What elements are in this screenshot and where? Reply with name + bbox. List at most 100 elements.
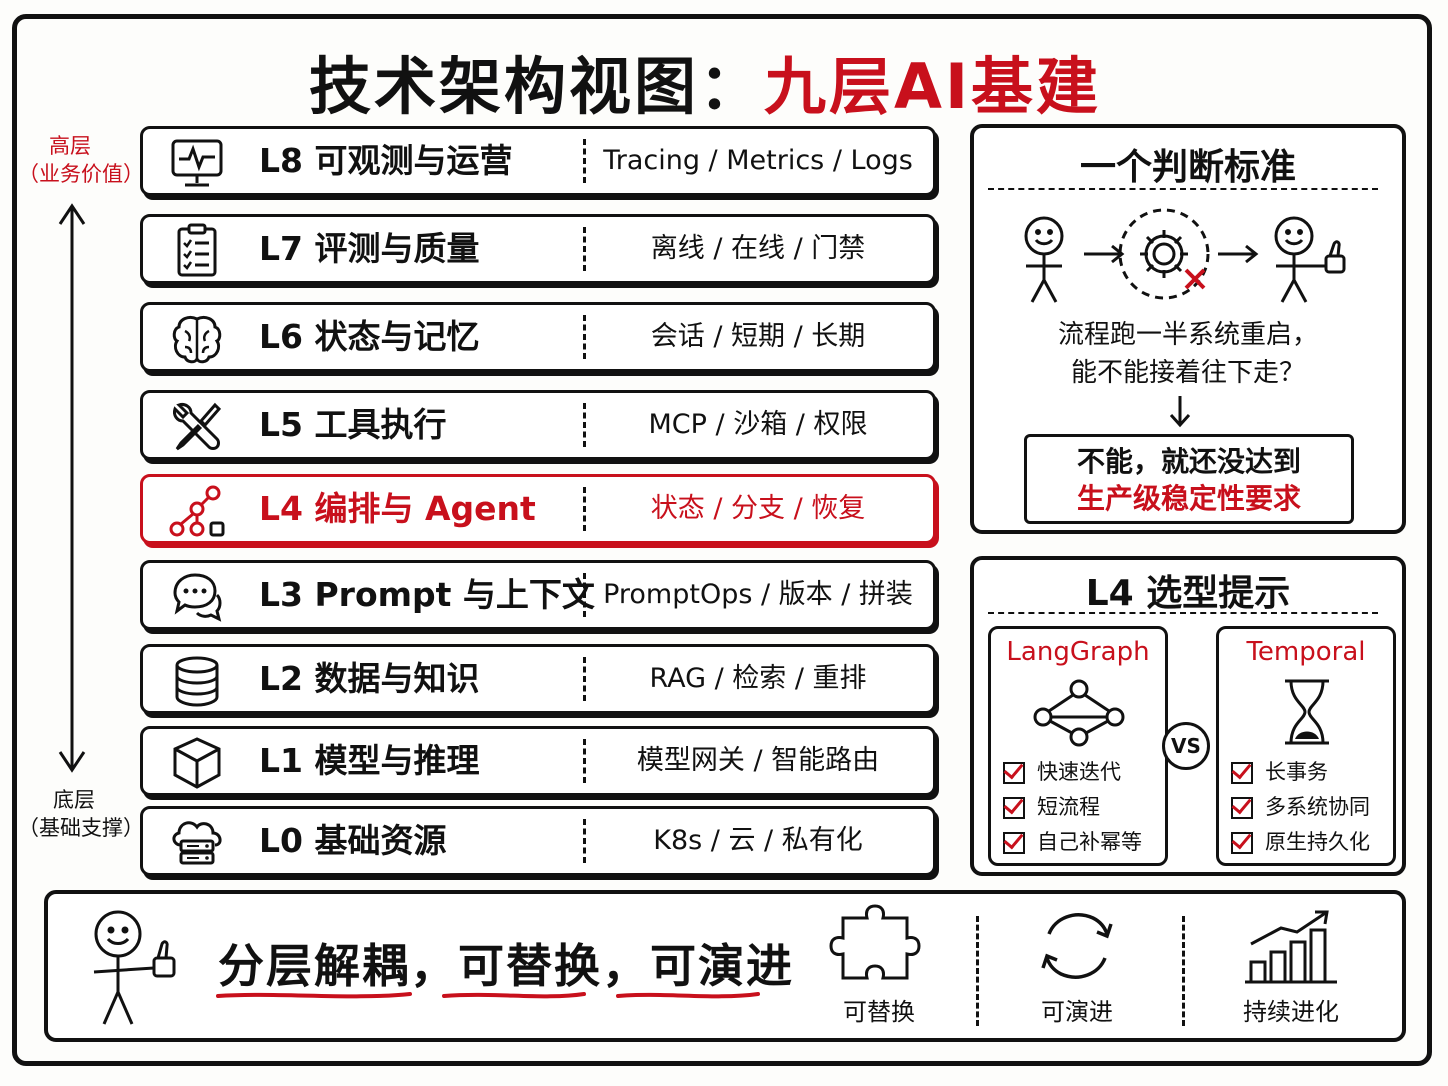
layer-name: L4 编排与 Agent: [259, 489, 536, 528]
layer-name: L0 基础资源: [259, 821, 447, 860]
puzzle-icon: [829, 904, 921, 980]
layer-name: L1 模型与推理: [259, 741, 480, 780]
list-item: 原生持久化: [1231, 825, 1370, 860]
axis-bottom-title: 底层: [53, 788, 95, 812]
divider: [583, 487, 586, 531]
point-label: 短流程: [1037, 795, 1100, 819]
checkbox-icon: [1003, 831, 1025, 854]
list-item: 快速迭代: [1003, 755, 1142, 790]
divider: [583, 819, 586, 863]
layer-l6: L6 状态与记忆 会话 / 短期 / 长期: [140, 302, 936, 372]
point-label: 长事务: [1265, 760, 1328, 784]
arrow-right-icon: [1084, 244, 1125, 264]
answer-line-2: 生产级稳定性要求: [1076, 482, 1301, 515]
layer-l4: L4 编排与 Agent 状态 / 分支 / 恢复: [140, 474, 936, 544]
title-main: 技术架构视图：: [308, 50, 764, 123]
option-name: Temporal: [1246, 637, 1366, 667]
layer-tags: 模型网关 / 智能路由: [636, 745, 880, 776]
graph-nodes-icon: [1033, 679, 1125, 747]
checkbox-icon: [1231, 761, 1253, 784]
title-divider: [988, 188, 1378, 190]
layer-l8: L8 可观测与运营 Tracing / Metrics / Logs: [140, 126, 936, 196]
layer-name: L2 数据与知识: [259, 659, 480, 698]
selection-panel: L4 选型提示 LangGraph 快速迭代 短流程 自己补幂等 VS Temp…: [970, 556, 1406, 876]
arrow-down-icon: [1169, 396, 1191, 428]
layer-tags: RAG / 检索 / 重排: [649, 663, 867, 694]
divider: [583, 739, 586, 783]
tools-icon: [173, 402, 222, 451]
hourglass-icon: [1285, 679, 1329, 745]
answer-box: 不能，就还没达到 生产级稳定性要求: [1024, 434, 1354, 524]
axis-bottom-subtitle: （基础支撑）: [18, 816, 144, 840]
refresh-cycle-icon: [1041, 913, 1113, 979]
checkbox-icon: [1003, 796, 1025, 819]
divider: [583, 139, 586, 183]
workflow-icon: [169, 485, 225, 537]
title-divider: [988, 612, 1378, 614]
divider: [583, 403, 586, 447]
layer-tags: 离线 / 在线 / 门禁: [650, 233, 866, 264]
restart-flow-illustration: [1024, 208, 1346, 303]
option-name: LangGraph: [1006, 637, 1150, 667]
criterion-panel: 一个判断标准: [970, 124, 1406, 534]
outer-frame: [12, 14, 1432, 1066]
option-points: 快速迭代 短流程 自己补幂等: [1003, 755, 1142, 860]
divider: [583, 315, 586, 359]
clipboard-checklist-icon: [177, 223, 217, 277]
axis-top-title: 高层: [49, 134, 91, 158]
list-item: 长事务: [1231, 755, 1370, 790]
axis-top-label: 高层 （业务价值）: [18, 132, 144, 188]
divider: [583, 573, 586, 617]
layer-tags: PromptOps / 版本 / 拼装: [603, 579, 913, 610]
answer-line-1: 不能，就还没达到: [1076, 445, 1301, 478]
person-icon: [1024, 216, 1064, 303]
slogan-comma: ，: [602, 939, 650, 993]
layer-l2: L2 数据与知识 RAG / 检索 / 重排: [140, 644, 936, 714]
thumbs-up-person-icon: [1274, 216, 1346, 303]
list-item: 短流程: [1003, 790, 1142, 825]
divider: [976, 916, 979, 1026]
growth-chart-icon: [1245, 910, 1337, 984]
gear-icon: [1118, 208, 1210, 300]
layer-name: L5 工具执行: [259, 405, 447, 444]
slogan-part-decoupling: 分层解耦: [218, 939, 410, 993]
checkbox-icon: [1231, 831, 1253, 854]
slogan-part-evolvable: 可演进: [650, 939, 794, 993]
benefit-label: 可替换: [843, 998, 915, 1026]
layer-tags: Tracing / Metrics / Logs: [603, 145, 913, 176]
thumbs-up-person-icon: [93, 910, 176, 1025]
point-label: 快速迭代: [1037, 760, 1121, 784]
error-x-icon: [1184, 268, 1206, 290]
layer-l5: L5 工具执行 MCP / 沙箱 / 权限: [140, 390, 936, 460]
vs-badge: VS: [1162, 722, 1210, 770]
layer-tags: MCP / 沙箱 / 权限: [648, 409, 868, 440]
slogan-comma: ，: [410, 939, 458, 993]
selection-title: L4 选型提示: [1085, 573, 1291, 614]
checkbox-icon: [1003, 761, 1025, 784]
criterion-title: 一个判断标准: [1079, 147, 1296, 188]
layer-tags: K8s / 云 / 私有化: [653, 825, 863, 856]
brain-icon: [172, 315, 222, 364]
layer-tags: 状态 / 分支 / 恢复: [650, 493, 866, 524]
title-highlight: 九层AI基建: [763, 50, 1102, 123]
benefit-evolvable: 可演进: [1002, 904, 1152, 1027]
list-item: 自己补幂等: [1003, 825, 1142, 860]
layer-name: L7 评测与质量: [259, 229, 480, 268]
chat-bubbles-icon: [173, 573, 222, 622]
cloud-server-icon: [172, 821, 222, 865]
layer-name: L3 Prompt 与上下文: [259, 575, 595, 614]
axis-top-subtitle: （业务价值）: [18, 162, 144, 186]
layer-l3: L3 Prompt 与上下文 PromptOps / 版本 / 拼装: [140, 560, 936, 630]
option-langgraph: LangGraph 快速迭代 短流程 自己补幂等: [988, 626, 1168, 866]
point-label: 多系统协同: [1265, 795, 1370, 819]
layer-l7: L7 评测与质量 离线 / 在线 / 门禁: [140, 214, 936, 284]
slogan-part-replaceable: 可替换: [458, 939, 602, 993]
question-line-1: 流程跑一半系统重启，: [1057, 320, 1318, 350]
arrow-right-icon: [1218, 244, 1259, 264]
list-item: 多系统协同: [1231, 790, 1370, 825]
divider: [583, 227, 586, 271]
point-label: 原生持久化: [1265, 830, 1370, 854]
database-icon: [175, 656, 219, 707]
question-line-2: 能不能接着往下走？: [1070, 358, 1305, 388]
slogan: 分层解耦，可替换，可演进: [218, 930, 794, 996]
